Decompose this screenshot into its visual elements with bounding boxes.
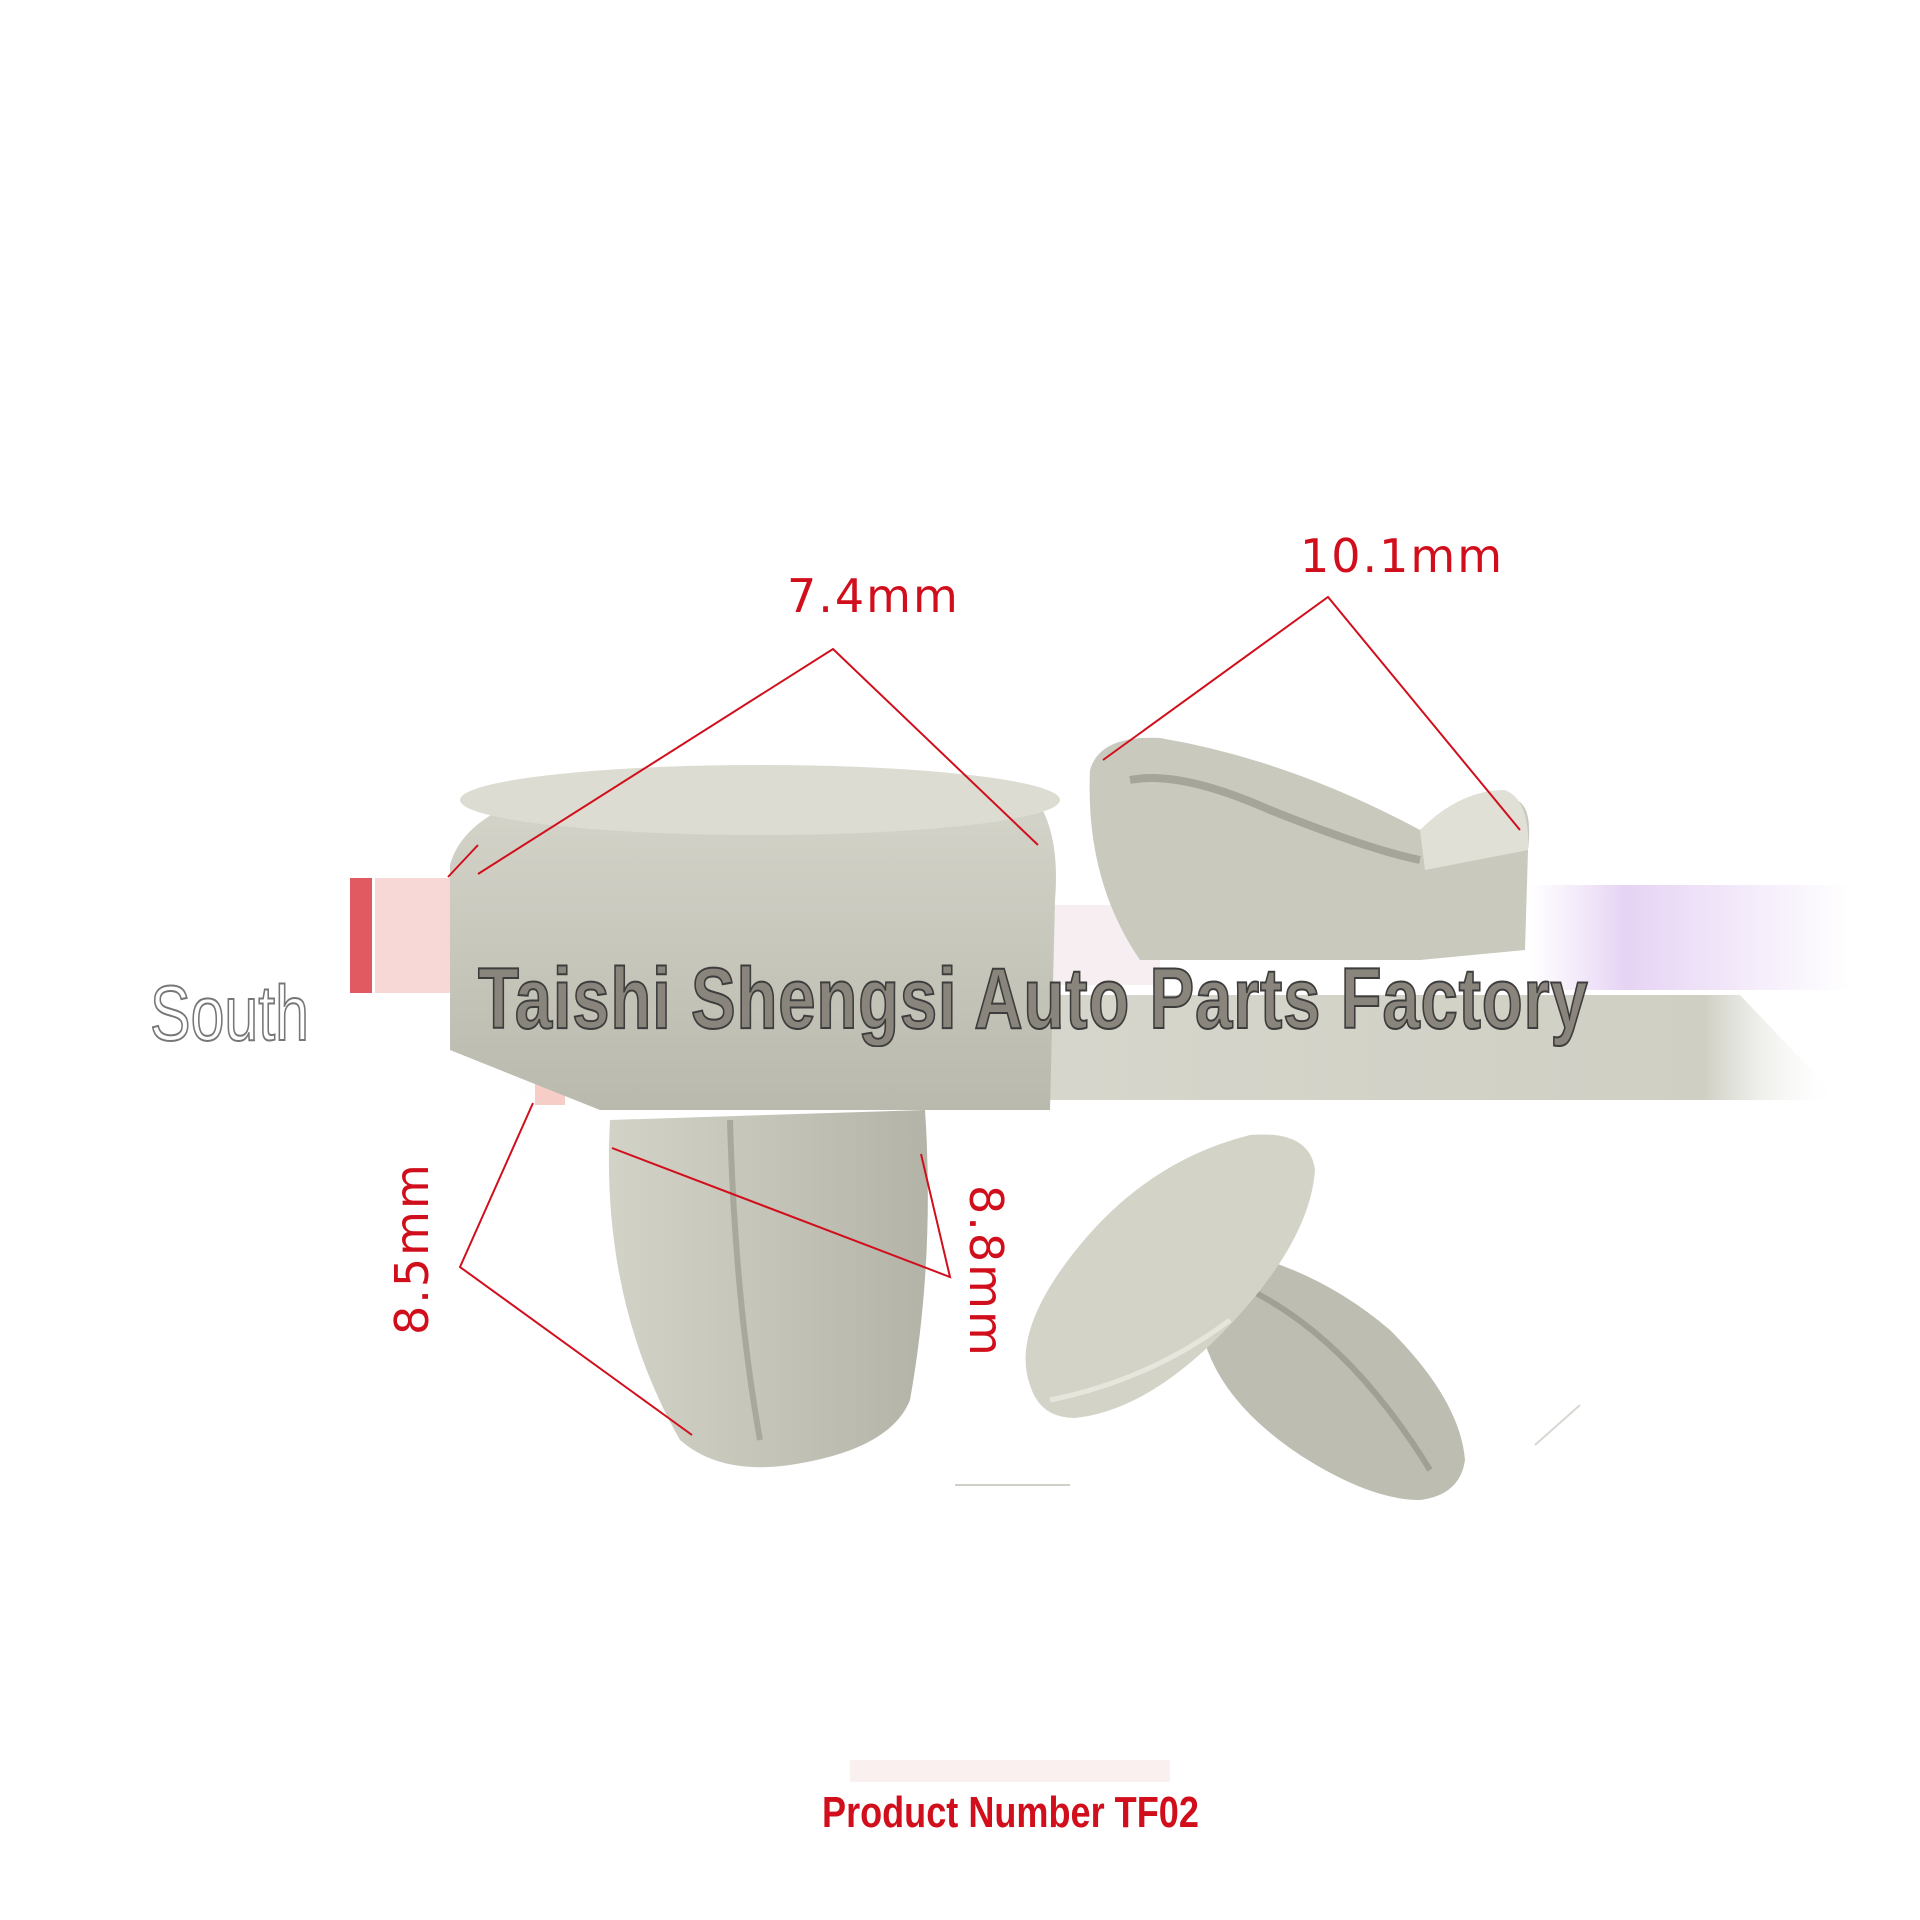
dimension-lines <box>447 595 1521 1436</box>
right-bottom-clip-shank <box>1200 1250 1465 1500</box>
dim-tick <box>447 844 479 878</box>
dim-label-side-width: 10.1mm <box>1300 529 1504 583</box>
dim-line-shank-length <box>458 1102 693 1436</box>
right-bottom-clip-slot <box>1248 1287 1433 1472</box>
dim-label-shank-width: 8.8mm <box>959 1185 1013 1358</box>
glitch-pink-block <box>375 878 460 993</box>
dim-line-side-width <box>1102 595 1521 831</box>
left-clip-cap-top <box>460 765 1060 835</box>
footer-glitch-marks <box>850 1760 1170 1782</box>
product-number: Product Number TF02 <box>822 1788 1199 1837</box>
dim-label-shank-length: 8.5mm <box>385 1162 439 1335</box>
glitch-red-bar <box>350 878 372 993</box>
dim-line-shank-width <box>611 1147 952 1279</box>
right-bottom-clip <box>1025 1134 1465 1500</box>
dim-label-cap-width: 7.4mm <box>787 569 960 623</box>
right-top-clip-groove <box>1129 774 1421 864</box>
shadow-line-2 <box>1534 1404 1581 1446</box>
right-top-clip-body <box>1089 737 1530 960</box>
right-bottom-clip-cap <box>1025 1134 1315 1418</box>
left-clip-slot <box>727 1119 763 1441</box>
watermark-company: Taishi Shengsi Auto Parts Factory <box>477 950 1589 1048</box>
left-clip-shank <box>608 1110 928 1468</box>
left-clip <box>450 765 1060 1468</box>
right-top-clip <box>1089 737 1530 960</box>
right-bottom-clip-highlight <box>1049 1317 1232 1403</box>
left-clip-cap <box>450 773 1056 1110</box>
watermark-prefix: South <box>149 968 310 1058</box>
right-top-clip-head <box>1420 790 1529 870</box>
glitch-band-purple <box>1530 885 1850 990</box>
dim-line-cap-width <box>477 647 1039 875</box>
